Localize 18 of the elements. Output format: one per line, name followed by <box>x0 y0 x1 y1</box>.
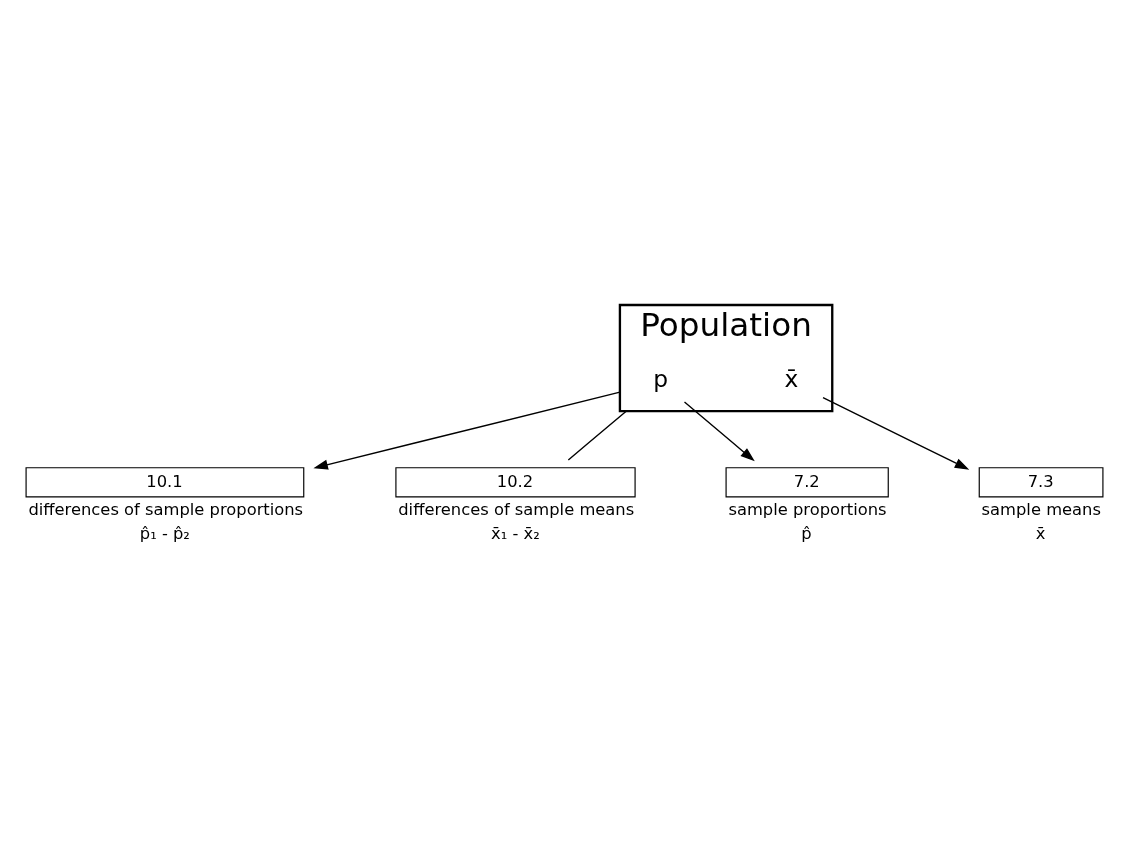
node-box: 7.2 <box>725 466 889 497</box>
arrow <box>822 396 970 470</box>
node-text: p <box>653 364 669 393</box>
node-box: 10.1 <box>25 466 305 497</box>
node-label: sample means <box>981 499 1101 519</box>
node-label: differences of sample means <box>398 499 635 519</box>
connector <box>567 409 627 461</box>
node-label: p̂₁ - p̂₂ <box>139 523 190 543</box>
node-label: differences of sample proportions <box>28 499 304 519</box>
node-box: 10.2 <box>395 466 636 497</box>
node-text: x̄ <box>784 364 799 393</box>
node-label: x̄₁ - x̄₂ <box>491 523 540 543</box>
node-label: p̂ <box>801 523 812 543</box>
node-box: 7.3 <box>978 466 1104 497</box>
node-label: x̄ <box>1035 523 1046 543</box>
node-label: sample proportions <box>728 499 887 519</box>
arrow <box>313 390 621 470</box>
arrow <box>683 400 755 461</box>
